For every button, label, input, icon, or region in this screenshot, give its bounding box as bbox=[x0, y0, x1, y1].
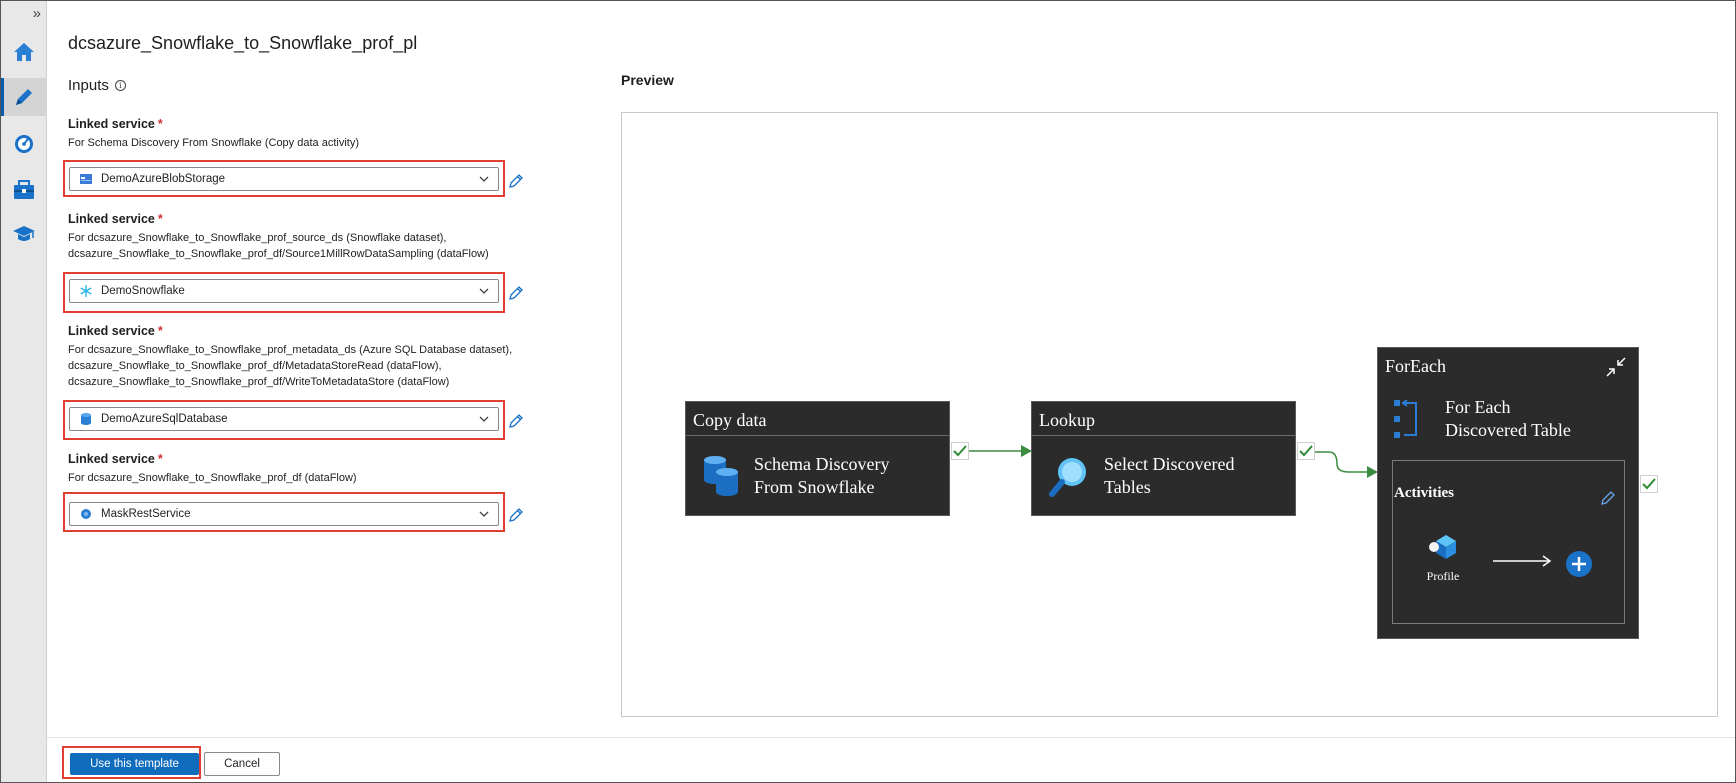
edit-pencil-icon[interactable] bbox=[508, 413, 524, 429]
activity-type-label: ForEach bbox=[1385, 356, 1446, 376]
activity-name: Select Discovered Tables bbox=[1104, 454, 1235, 497]
selected-value: DemoSnowflake bbox=[101, 285, 185, 297]
linked-service-select-4[interactable]: MaskRestService bbox=[69, 502, 499, 526]
selected-value: DemoAzureBlobStorage bbox=[101, 173, 226, 185]
preview-heading: Preview bbox=[621, 72, 674, 88]
chevron-down-icon bbox=[479, 288, 489, 294]
edit-activities-pencil-icon[interactable] bbox=[1600, 490, 1616, 506]
monitor-nav-item[interactable] bbox=[1, 125, 47, 163]
use-this-template-button[interactable]: Use this template bbox=[70, 753, 199, 775]
home-nav-item[interactable] bbox=[1, 33, 47, 71]
inner-activity-name: Profile bbox=[1426, 569, 1460, 583]
profile-dataflow-icon bbox=[1429, 535, 1456, 559]
highlight-box bbox=[63, 492, 505, 532]
footer-divider bbox=[47, 737, 1735, 738]
success-output-check-icon[interactable] bbox=[951, 442, 969, 460]
linked-service-group-2: Linked service* For dcsazure_Snowflake_t… bbox=[68, 212, 568, 262]
linked-service-description: For dcsazure_Snowflake_to_Snowflake_prof… bbox=[68, 344, 513, 388]
linked-service-select-3[interactable]: DemoAzureSqlDatabase bbox=[69, 407, 499, 431]
highlight-box bbox=[62, 746, 201, 779]
activity-type-label: Copy data bbox=[686, 402, 949, 436]
linked-service-group-1: Linked service* For Schema Discovery Fro… bbox=[68, 117, 568, 151]
info-icon[interactable]: i bbox=[114, 80, 126, 91]
highlight-box bbox=[63, 160, 505, 197]
rest-service-icon bbox=[79, 507, 93, 521]
linked-service-label: Linked service* bbox=[68, 324, 163, 338]
add-activity-icon[interactable] bbox=[1565, 550, 1593, 578]
edit-pencil-icon[interactable] bbox=[508, 507, 524, 523]
activities-label: Activities bbox=[1394, 485, 1454, 501]
linked-service-select-1[interactable]: DemoAzureBlobStorage bbox=[69, 167, 499, 191]
selected-value: MaskRestService bbox=[101, 508, 191, 520]
copy-data-icon bbox=[704, 456, 738, 496]
learn-nav-item[interactable] bbox=[1, 215, 47, 253]
linked-service-description: For dcsazure_Snowflake_to_Snowflake_prof… bbox=[68, 472, 357, 484]
manage-nav-item[interactable] bbox=[1, 171, 47, 209]
long-arrow-icon bbox=[1493, 555, 1552, 567]
linked-service-label: Linked service* bbox=[68, 117, 163, 131]
inputs-heading: Inputs i bbox=[68, 77, 126, 94]
author-nav-item[interactable] bbox=[1, 78, 47, 116]
monitor-gauge-icon bbox=[15, 135, 33, 153]
toolbox-manage-icon bbox=[14, 180, 34, 199]
chevron-down-icon bbox=[479, 511, 489, 517]
foreach-icon bbox=[1394, 400, 1417, 438]
linked-service-group-4: Linked service* For dcsazure_Snowflake_t… bbox=[68, 452, 568, 486]
success-output-check-icon[interactable] bbox=[1640, 475, 1658, 493]
collapse-icon[interactable] bbox=[1606, 357, 1626, 377]
chevron-down-icon bbox=[479, 416, 489, 422]
highlight-box bbox=[63, 272, 505, 313]
connector-arrow-1 bbox=[969, 445, 1032, 457]
sql-database-icon bbox=[79, 412, 93, 426]
edit-pencil-icon[interactable] bbox=[508, 173, 524, 189]
edit-pencil-icon[interactable] bbox=[508, 285, 524, 301]
copy-data-activity[interactable]: Copy data Schema Discovery From Snowflak… bbox=[685, 401, 950, 516]
linked-service-description: For Schema Discovery From Snowflake (Cop… bbox=[68, 137, 359, 149]
pencil-author-icon bbox=[16, 89, 32, 105]
linked-service-label: Linked service* bbox=[68, 452, 163, 466]
expand-sidebar-button[interactable]: » bbox=[32, 5, 41, 22]
selected-value: DemoAzureSqlDatabase bbox=[101, 413, 228, 425]
cancel-button[interactable]: Cancel bbox=[204, 752, 280, 776]
blob-storage-icon bbox=[79, 172, 93, 186]
home-icon bbox=[14, 43, 34, 61]
linked-service-select-2[interactable]: DemoSnowflake bbox=[69, 279, 499, 303]
linked-service-group-3: Linked service* For dcsazure_Snowflake_t… bbox=[68, 324, 568, 390]
profile-inner-activity[interactable]: Profile bbox=[1421, 531, 1465, 584]
snowflake-icon bbox=[79, 284, 93, 298]
linked-service-label: Linked service* bbox=[68, 212, 163, 226]
left-nav-sidebar: » bbox=[1, 1, 47, 782]
graduation-cap-learn-icon bbox=[13, 226, 35, 241]
connector-arrow-2 bbox=[1315, 451, 1378, 478]
page-title: dcsazure_Snowflake_to_Snowflake_prof_pl bbox=[68, 33, 418, 53]
highlight-box bbox=[63, 400, 505, 440]
lookup-magnifier-icon bbox=[1049, 458, 1086, 497]
success-output-check-icon[interactable] bbox=[1297, 442, 1315, 460]
inputs-label: Inputs bbox=[68, 77, 109, 94]
chevron-down-icon bbox=[479, 176, 489, 182]
foreach-activities-panel: Activities Profile bbox=[1392, 460, 1625, 624]
foreach-activity[interactable]: ForEach For Each Discovered Table Activi… bbox=[1377, 347, 1639, 639]
activity-name: Schema Discovery From Snowflake bbox=[754, 454, 890, 497]
linked-service-description: For dcsazure_Snowflake_to_Snowflake_prof… bbox=[68, 232, 489, 260]
activity-name: For Each Discovered Table bbox=[1445, 397, 1571, 440]
activity-type-label: Lookup bbox=[1032, 402, 1295, 436]
lookup-activity[interactable]: Lookup Select Discovered Tables bbox=[1031, 401, 1296, 516]
